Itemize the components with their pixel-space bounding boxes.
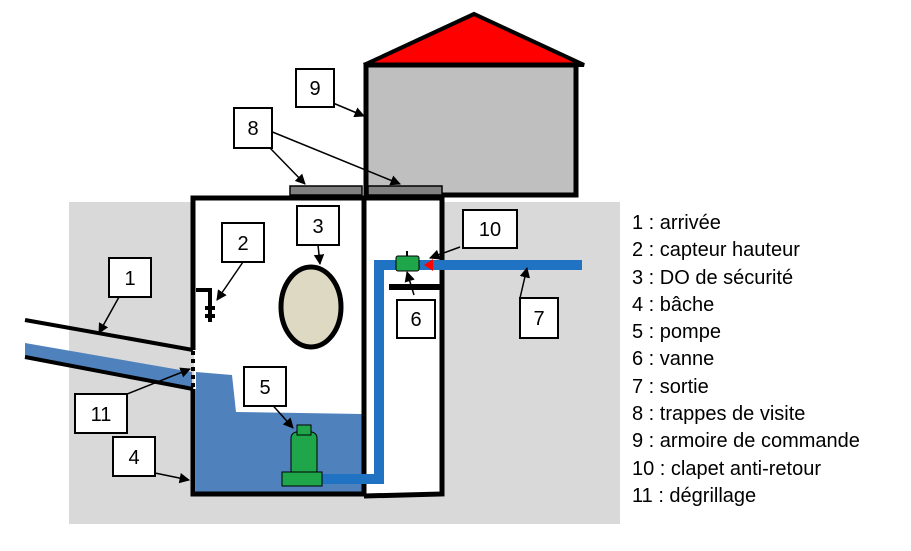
legend-item: 4 : bâche — [632, 293, 715, 316]
legend-item: 1 : arrivée — [632, 212, 721, 234]
svg-text:8: 8 — [247, 118, 258, 140]
control-cabinet-body — [363, 62, 579, 198]
overflow-opening — [278, 264, 344, 350]
legend-item: 3 : DO de sécurité — [632, 266, 794, 289]
valve-chamber-wall — [363, 195, 445, 499]
callout-3: 3 — [296, 205, 340, 246]
svg-text:5: 5 — [259, 377, 270, 399]
svg-text:6: 6 — [410, 309, 421, 331]
callout-2: 2 — [221, 222, 265, 263]
tank-water — [196, 372, 362, 492]
svg-text:9: 9 — [309, 78, 320, 100]
inlet-water — [25, 343, 192, 387]
svg-text:4: 4 — [128, 447, 139, 469]
callout-9: 9 — [295, 68, 335, 108]
svg-text:11: 11 — [91, 404, 112, 426]
svg-text:1: 1 — [124, 268, 135, 290]
callout-1: 1 — [108, 257, 152, 298]
callout-11: 11 — [74, 393, 128, 434]
valve — [395, 255, 420, 272]
well-wall — [190, 195, 367, 497]
legend-item: 7 : sortie — [632, 375, 709, 398]
legend-item: 2 : capteur hauteur — [632, 239, 800, 262]
legend-item: 9 : armoire de commande — [632, 430, 860, 453]
pump — [281, 424, 323, 487]
level-sensor — [196, 288, 215, 322]
inlet-pipe-top-wall — [24, 318, 194, 352]
svg-text:7: 7 — [533, 308, 544, 330]
legend-item: 10 : clapet anti-retour — [632, 457, 821, 480]
check-valve — [424, 259, 433, 271]
inlet-pipe-bottom-wall — [24, 355, 194, 391]
discharge-pipe — [318, 260, 582, 484]
legend: 1 : arrivée 2 : capteur hauteur 3 : DO d… — [632, 210, 860, 510]
callout-6: 6 — [396, 299, 436, 339]
callout-4: 4 — [112, 436, 156, 477]
legend-item: 5 : pompe — [632, 321, 721, 344]
callout-7: 7 — [519, 297, 559, 339]
control-cabinet-roof — [363, 11, 585, 67]
svg-text:3: 3 — [312, 216, 323, 238]
hatch-right — [367, 185, 443, 196]
callout-8: 8 — [233, 107, 273, 149]
legend-item: 8 : trappes de visite — [632, 403, 806, 426]
svg-text:2: 2 — [237, 233, 248, 255]
leader-lines — [98, 102, 530, 484]
hatch-left — [289, 185, 363, 196]
callout-5: 5 — [243, 366, 287, 407]
legend-item: 11 : dégrillage — [632, 484, 757, 507]
callout-10: 10 — [462, 209, 518, 249]
svg-text:10: 10 — [479, 219, 501, 241]
valve-support — [389, 284, 442, 290]
legend-item: 6 : vanne — [632, 348, 715, 371]
